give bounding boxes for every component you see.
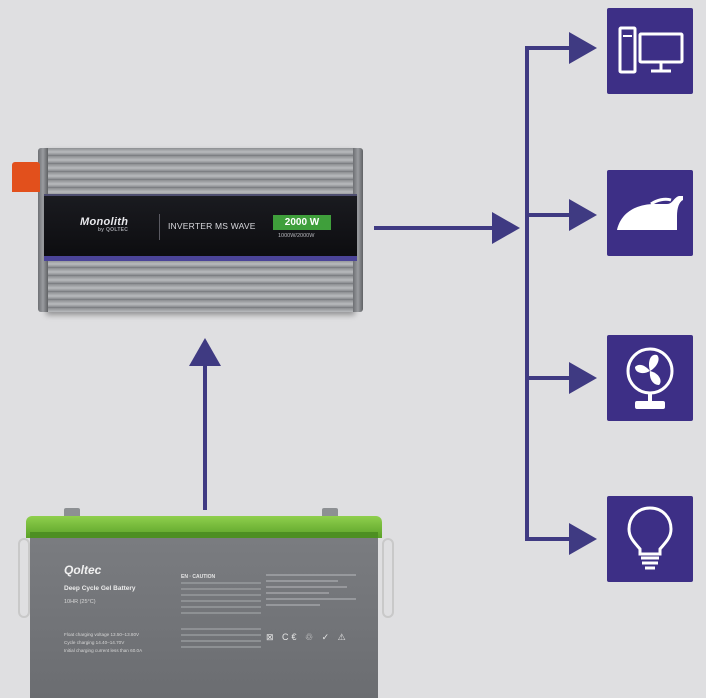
battery: Qoltec Deep Cycle Gel Battery 10HR (25°C…: [18, 508, 394, 698]
battery-handle-left: [18, 538, 30, 618]
inverter-front-panel: Monolith by QOLTEC INVERTER MS WAVE 2000…: [44, 194, 357, 261]
inverter-red-terminal: [12, 162, 40, 192]
battery-spec-2: Cycle charging 14.40–14.70V: [64, 640, 125, 645]
battery-handle-right: [382, 538, 394, 618]
inverter-sub-brand: by QOLTEC: [97, 227, 129, 233]
fan-icon: [626, 347, 674, 409]
inverter-endcap-right: [353, 148, 363, 312]
inverter-brand: Monolith by QOLTEC: [80, 216, 129, 233]
battery-certification-marks: ⊠ C€ ♲ ✓ ⚠: [266, 632, 349, 642]
light-bulb-tile: [607, 496, 693, 582]
battery-spec-3: Initial charging current less than 60.0A: [64, 648, 143, 653]
inverter-divider: [159, 214, 160, 240]
fan-tile: [607, 335, 693, 421]
power-flow-diagram: Monolith by QOLTEC INVERTER MS WAVE 2000…: [12, 8, 693, 698]
battery-spec-1: Float charging voltage 13.50–13.80V: [64, 632, 140, 637]
battery-lid-rim: [30, 532, 378, 542]
iron-icon: [617, 196, 683, 230]
battery-caution-heading: EN · CAUTION: [181, 574, 216, 580]
inverter-endcap-left: [38, 148, 48, 312]
battery-case: [30, 538, 378, 698]
battery-brand: Qoltec: [64, 563, 102, 577]
inverter-wattage-badge: 2000 W: [273, 215, 331, 230]
computer-icon: [618, 26, 684, 74]
inverter: Monolith by QOLTEC INVERTER MS WAVE 2000…: [38, 148, 363, 312]
computer-tile: [607, 8, 693, 94]
light-bulb-icon: [627, 506, 673, 570]
iron-tile: [607, 170, 693, 256]
connector-arrows: [189, 32, 597, 555]
battery-rating: 10HR (25°C): [64, 599, 96, 605]
inverter-rating: 1000W/2000W: [278, 233, 315, 239]
battery-caution-text: [181, 582, 261, 618]
battery-producer-info: [266, 574, 356, 610]
battery-warning-text: [181, 628, 261, 652]
battery-title: Deep Cycle Gel Battery: [64, 585, 136, 592]
inverter-model: INVERTER MS WAVE: [168, 221, 256, 231]
